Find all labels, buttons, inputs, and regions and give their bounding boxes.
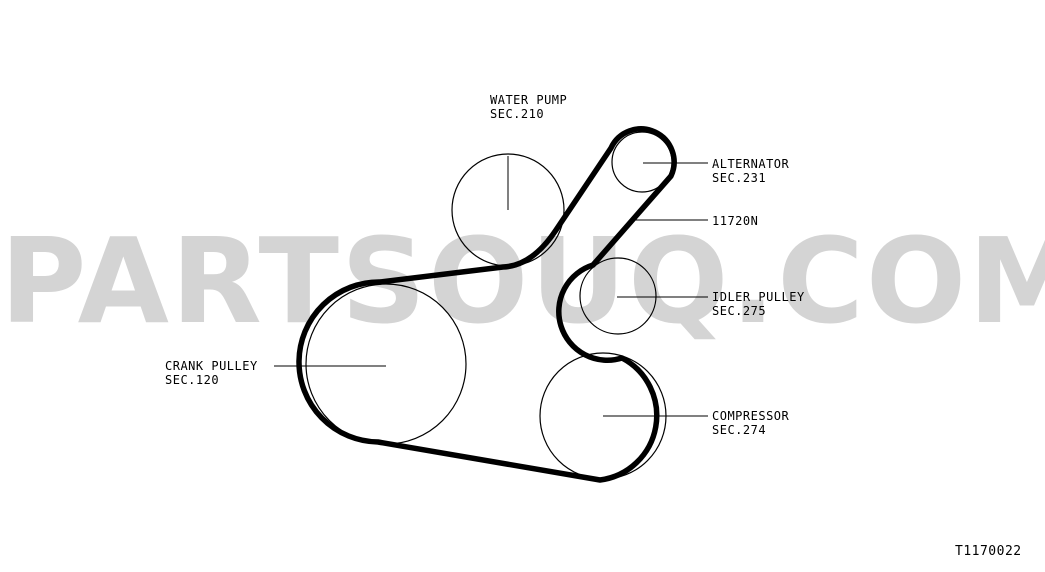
crank-pulley-section: SEC.120 — [165, 373, 220, 387]
idler-pulley-label: IDLER PULLEY SEC.275 — [712, 290, 805, 318]
crank-pulley — [305, 283, 467, 445]
idler-pulley — [579, 257, 657, 335]
drive-belt — [296, 126, 677, 483]
compressor-name: COMPRESSOR — [712, 409, 790, 423]
crank-pulley-label: CRANK PULLEY SEC.120 — [165, 359, 258, 387]
watermark: PARTSOUQ.COM — [0, 212, 1045, 350]
alternator-name: ALTERNATOR — [712, 157, 790, 171]
water-pump-name: WATER PUMP — [490, 93, 568, 107]
belt-label: 11720N — [712, 214, 758, 228]
idler-pulley-section: SEC.275 — [712, 304, 767, 318]
water-pump-label: WATER PUMP SEC.210 — [490, 93, 567, 121]
alternator-label: ALTERNATOR SEC.231 — [712, 157, 789, 185]
compressor-section: SEC.274 — [712, 423, 767, 437]
crank-pulley-name: CRANK PULLEY — [165, 359, 258, 373]
belt-part-number: 11720N — [712, 214, 759, 228]
idler-pulley-name: IDLER PULLEY — [712, 290, 805, 304]
alternator-section: SEC.231 — [712, 171, 767, 185]
diagram-code: T1170022 — [955, 544, 1022, 559]
compressor-label: COMPRESSOR SEC.274 — [712, 409, 789, 437]
water-pump-section: SEC.210 — [490, 107, 545, 121]
